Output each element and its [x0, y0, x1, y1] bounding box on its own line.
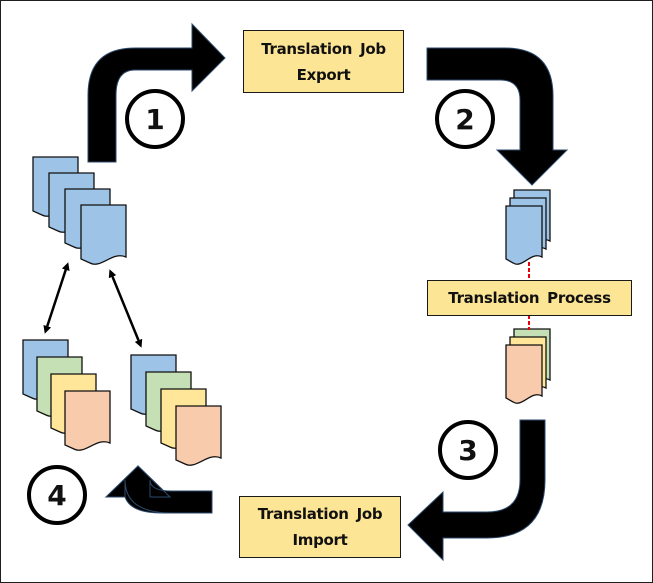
exported-documents-stack [505, 189, 551, 265]
export-box-line2: Export [296, 65, 351, 84]
imported-documents-left-stack [22, 339, 111, 451]
curved-arrow-3-icon [407, 419, 546, 562]
double-arrow-right-icon [108, 269, 143, 348]
export-box-line1: Translation Job [261, 39, 386, 58]
source-documents-stack [32, 156, 127, 265]
document-blue-icon [80, 204, 127, 265]
import-box: Translation Job Import [239, 496, 401, 558]
process-box-line1: Translation Process [448, 289, 611, 307]
step-1-badge: 1 [125, 89, 185, 149]
document-salmon-icon [505, 344, 543, 404]
document-salmon-icon [64, 390, 111, 451]
step-3-badge: 3 [438, 420, 498, 480]
document-salmon-icon [175, 405, 222, 466]
import-box-line1: Translation Job [257, 505, 383, 523]
export-box: Translation Job Export [243, 30, 404, 93]
double-arrow-left-icon [43, 262, 70, 334]
import-box-line2: Import [292, 531, 348, 549]
curved-arrow-2-icon [426, 47, 569, 186]
imported-documents-right-stack [130, 354, 222, 466]
step-2-badge: 2 [435, 89, 495, 149]
step-4-badge: 4 [27, 465, 87, 525]
translated-documents-stack [505, 328, 551, 404]
document-blue-icon [505, 205, 543, 265]
process-box: Translation Process [427, 280, 632, 316]
curved-arrow-4-body-icon [104, 465, 213, 514]
curved-arrow-1-icon [87, 22, 226, 163]
